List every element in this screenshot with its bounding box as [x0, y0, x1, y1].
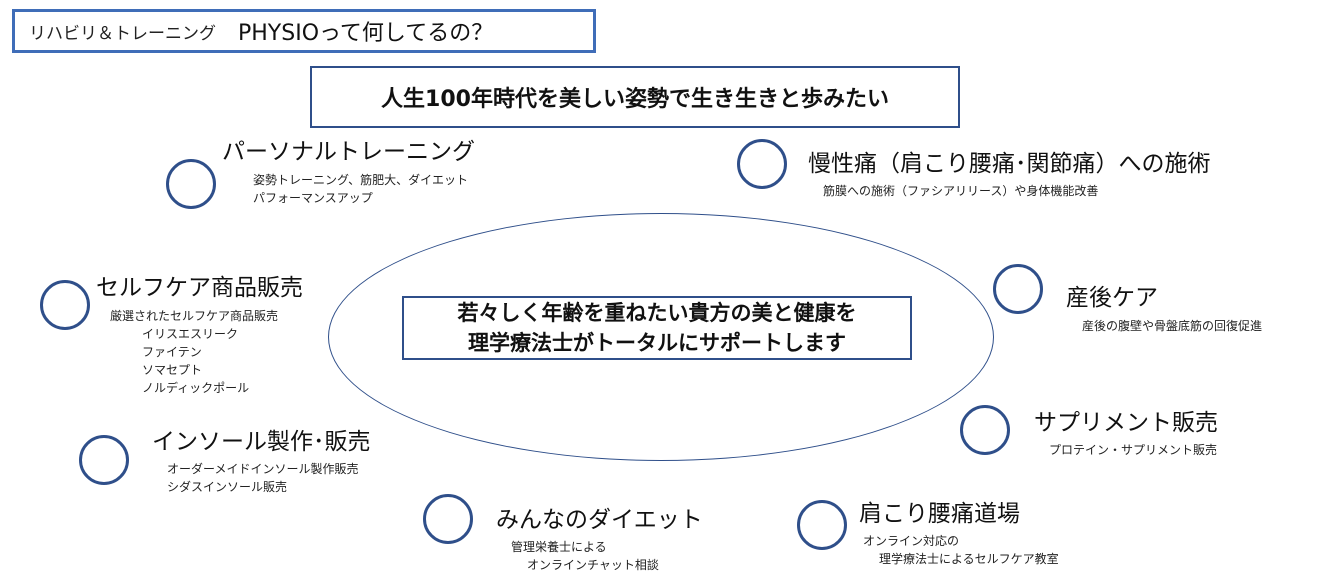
personal-training-circle — [166, 159, 216, 209]
selfcare-products-desc-line: イリスエスリーク — [142, 327, 239, 341]
chronic-pain-title: 慢性痛（肩こり腰痛･関節痛）への施術 — [808, 151, 1211, 177]
insole-title: インソール製作･販売 — [152, 429, 371, 455]
supplement-desc-line: プロテイン・サプリメント販売 — [1049, 443, 1218, 457]
central-ellipse — [328, 213, 994, 461]
core-message-box: 若々しく年齢を重ねたい貴方の美と健康を 理学療法士がトータルにサポートします — [402, 296, 912, 360]
personal-training-title: パーソナルトレーニング — [222, 139, 475, 165]
header-prefix: リハビリ＆トレーニング — [29, 23, 216, 44]
selfcare-products-desc-line: ノルディックポール — [142, 381, 250, 395]
core-message-line2: 理学療法士がトータルにサポートします — [468, 331, 846, 355]
selfcare-products-desc-line: ファイテン — [142, 345, 202, 359]
dojo-desc-line: 理学療法士によるセルフケア教室 — [879, 552, 1059, 566]
chronic-pain-desc: 筋膜への施術（ファシアリリース）や身体機能改善 — [823, 182, 1098, 200]
insole-circle — [79, 435, 129, 485]
dojo-desc-line: オンライン対応の — [863, 534, 960, 548]
selfcare-products-desc-line: ソマセプト — [142, 363, 203, 377]
chronic-pain-desc-line: 筋膜への施術（ファシアリリース）や身体機能改善 — [823, 184, 1099, 198]
diet-desc-line: 管理栄養士による — [511, 540, 607, 554]
personal-training-desc: 姿勢トレーニング、筋肥大、ダイエット パフォーマンスアップ — [253, 171, 468, 207]
supplement-circle — [960, 405, 1010, 455]
slogan-box: 人生100年時代を美しい姿勢で生き生きと歩みたい — [310, 66, 960, 128]
personal-training-desc-line: 姿勢トレーニング、筋肥大、ダイエット — [253, 173, 469, 187]
core-message-line1: 若々しく年齢を重ねたい貴方の美と健康を — [457, 301, 857, 325]
dojo-circle — [797, 500, 847, 550]
postpartum-desc: 産後の腹壁や骨盤底筋の回復促進 — [1082, 317, 1262, 335]
diet-desc-line: オンラインチャット相談 — [527, 558, 659, 572]
diet-title: みんなのダイエット — [496, 507, 703, 533]
supplement-title: サプリメント販売 — [1034, 410, 1218, 436]
supplement-desc: プロテイン・サプリメント販売 — [1049, 441, 1217, 459]
dojo-desc: オンライン対応の 理学療法士によるセルフケア教室 — [863, 532, 1059, 568]
postpartum-desc-line: 産後の腹壁や骨盤底筋の回復促進 — [1082, 319, 1263, 333]
diet-desc: 管理栄養士による オンラインチャット相談 — [511, 538, 659, 574]
postpartum-circle — [993, 264, 1043, 314]
slogan-text: 人生100年時代を美しい姿勢で生き生きと歩みたい — [381, 87, 889, 112]
selfcare-products-circle — [40, 280, 90, 330]
selfcare-products-desc-line: 厳選されたセルフケア商品販売 — [110, 309, 279, 323]
postpartum-title: 産後ケア — [1066, 285, 1158, 311]
diet-circle — [423, 494, 473, 544]
selfcare-products-title: セルフケア商品販売 — [96, 275, 303, 301]
chronic-pain-circle — [737, 139, 787, 189]
personal-training-desc-line: パフォーマンスアップ — [253, 191, 373, 205]
insole-desc-line: オーダーメイドインソール製作販売 — [167, 462, 359, 476]
dojo-title: 肩こり腰痛道場 — [859, 501, 1020, 527]
insole-desc: オーダーメイドインソール製作販売 シダスインソール販売 — [167, 460, 359, 496]
header-box: リハビリ＆トレーニング PHYSIOって何してるの？ — [12, 9, 596, 53]
insole-desc-line: シダスインソール販売 — [167, 480, 288, 494]
header-title: PHYSIOって何してるの？ — [238, 21, 494, 46]
selfcare-products-desc: 厳選されたセルフケア商品販売 イリスエスリーク ファイテン ソマセプト ノルディ… — [110, 307, 278, 397]
